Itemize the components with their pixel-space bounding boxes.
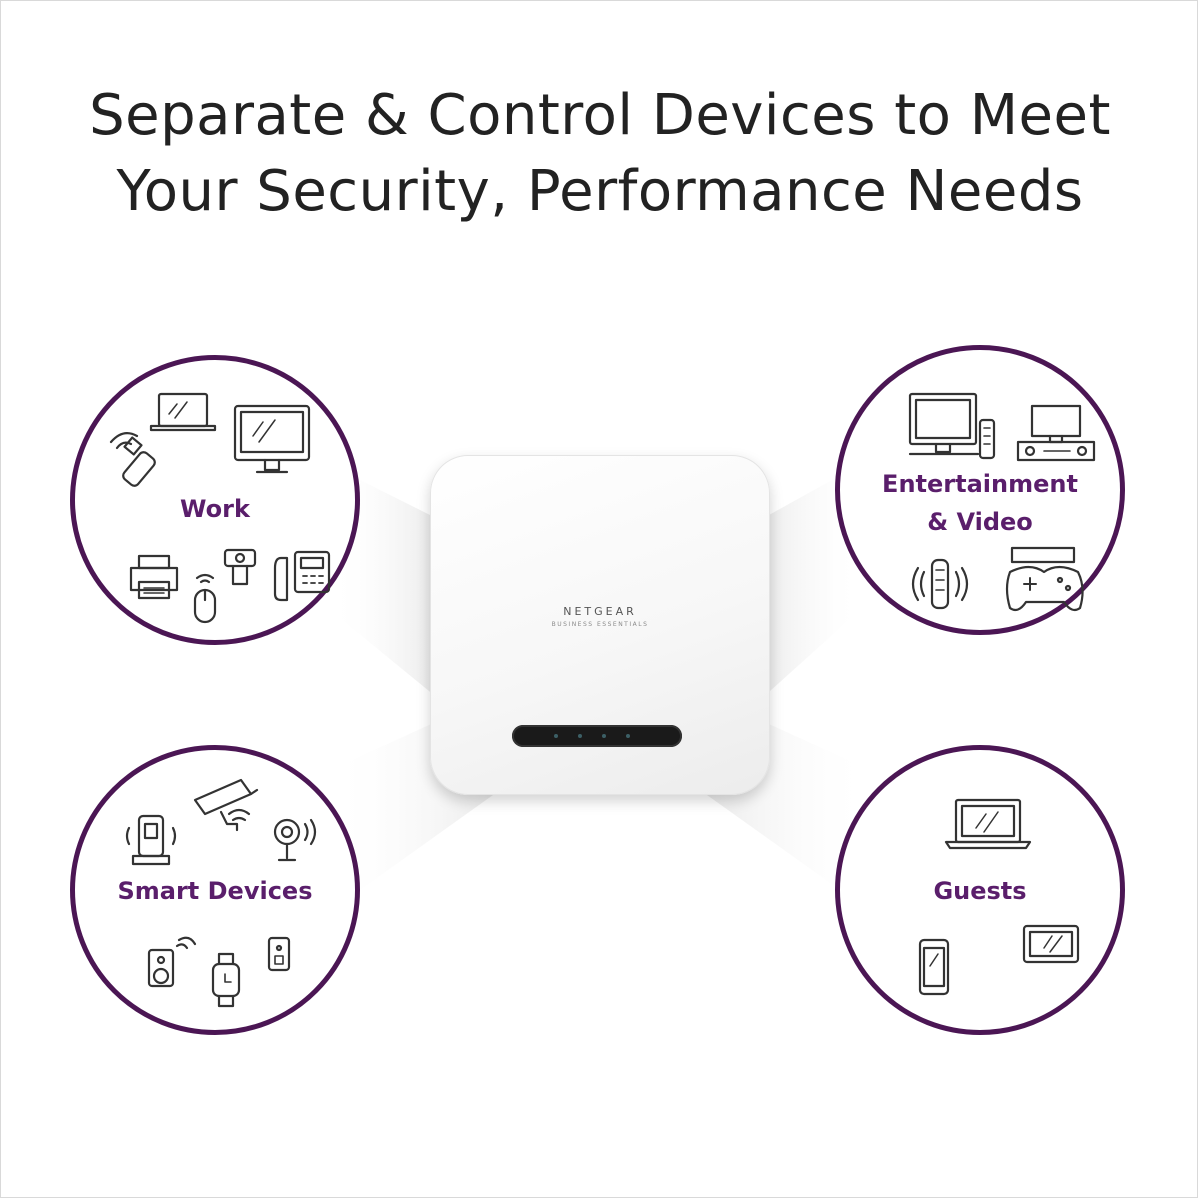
smart-lock-icon: [125, 814, 177, 866]
voice-remote-icon: [911, 558, 969, 610]
home-theater-icon: [1016, 404, 1096, 462]
smart-plug-icon: [267, 936, 291, 972]
device-brand-logo: NETGEAR: [563, 605, 637, 618]
laptop-icon: [944, 798, 1032, 850]
game-console-icon: [1005, 546, 1084, 612]
tv-icon: [908, 392, 980, 456]
headline-line-1: Separate & Control Devices to Meet: [89, 83, 1111, 148]
led-indicator: [626, 734, 630, 738]
headline-line-2: Your Security, Performance Needs: [116, 159, 1084, 224]
beam-entertainment: [760, 470, 860, 700]
phone-icon: [918, 938, 950, 996]
device-subtitle: BUSINESS ESSENTIALS: [551, 621, 649, 628]
printer-icon: [129, 554, 179, 600]
remote-icon: [978, 418, 996, 460]
speaker-icon: [147, 936, 197, 988]
device-led-bar: [512, 725, 682, 747]
entertainment-circle: Entertainment & Video: [835, 345, 1125, 635]
security-camera-icon: [193, 778, 259, 832]
work-circle: Work: [70, 355, 360, 645]
wireless-mouse-icon: [193, 573, 217, 624]
smart-cam-icon: [273, 818, 317, 862]
smart-devices-circle: Smart Devices: [70, 745, 360, 1035]
usb-wifi-adapter-icon: [109, 431, 156, 487]
led-indicator: [602, 734, 606, 738]
smartwatch-icon: [211, 952, 241, 1008]
work-label: Work: [180, 495, 250, 523]
desk-phone-icon: [273, 550, 331, 602]
laptop-icon: [149, 392, 217, 432]
webcam-icon: [223, 548, 257, 586]
guests-circle: Guests: [835, 745, 1125, 1035]
led-indicator: [554, 734, 558, 738]
desktop-monitor-icon: [233, 404, 311, 474]
guests-label: Guests: [933, 877, 1027, 905]
led-indicator: [578, 734, 582, 738]
entertainment-label-line-1: Entertainment: [882, 470, 1078, 498]
tablet-icon: [1022, 924, 1080, 964]
smart-devices-label: Smart Devices: [117, 877, 313, 905]
access-point-device: NETGEAR BUSINESS ESSENTIALS: [430, 455, 770, 795]
entertainment-label-line-2: & Video: [927, 508, 1033, 536]
beam-work: [330, 470, 440, 700]
headline: Separate & Control Devices to Meet Your …: [0, 78, 1200, 230]
